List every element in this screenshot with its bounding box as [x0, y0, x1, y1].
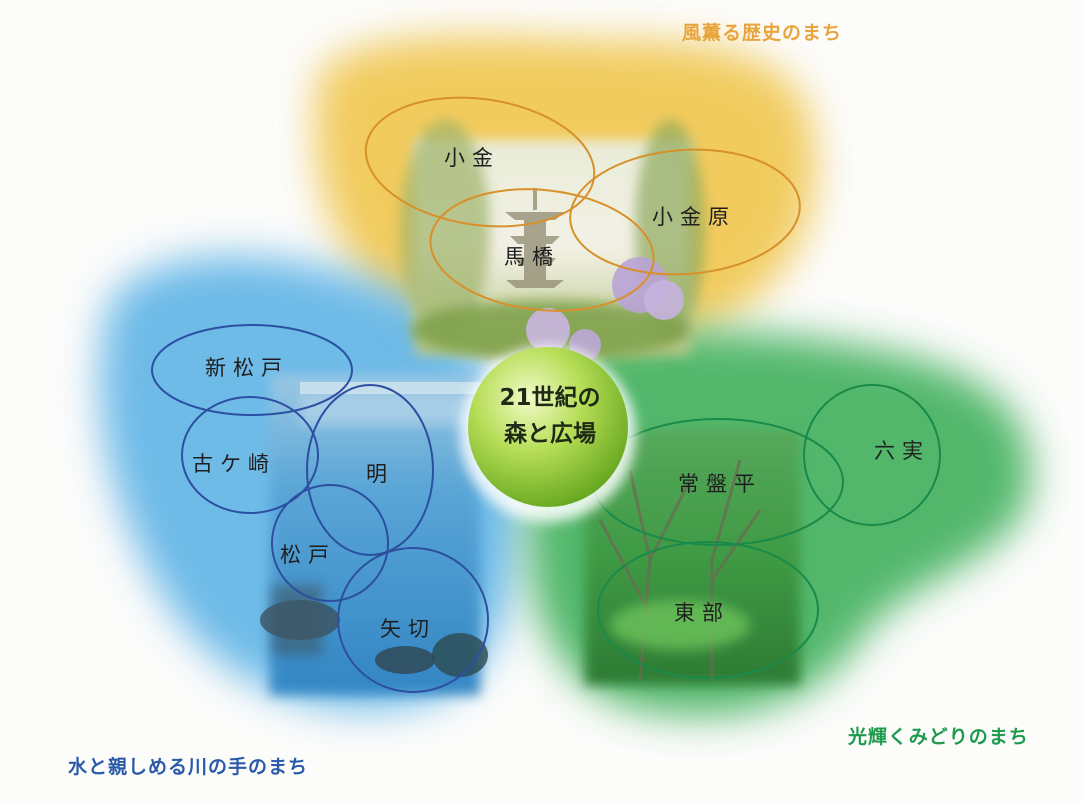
district-akira: 明 — [366, 462, 394, 486]
district-mutsumi: 六実 — [874, 439, 930, 463]
district-matsudo: 松戸 — [280, 543, 336, 567]
ring-tobu — [597, 541, 819, 679]
history-zone-title: 風薫る歴史のまち — [682, 22, 843, 44]
ring-akira — [306, 384, 434, 556]
ring-mutsumi — [803, 384, 941, 526]
ring-mabashi — [429, 188, 655, 312]
district-tobu: 東部 — [674, 601, 730, 625]
district-mabashi: 馬橋 — [504, 245, 560, 269]
green-zone-title: 光輝くみどりのまち — [848, 726, 1029, 748]
center-sphere — [468, 347, 628, 507]
ring-koganehara — [569, 148, 801, 276]
water-zone-title: 水と親しめる川の手のまち — [68, 756, 309, 778]
district-shinmatsudo: 新松戸 — [205, 356, 289, 380]
ring-matsudo — [271, 484, 389, 602]
center-label: 21世紀の 森と広場 — [470, 380, 630, 452]
center-label-line1: 21世紀の — [499, 385, 601, 411]
district-yagiri: 矢切 — [380, 617, 436, 641]
ring-kogasaki — [181, 396, 319, 514]
center-label-line2: 森と広場 — [504, 421, 596, 447]
district-tokiwadaira: 常盤平 — [678, 472, 762, 496]
district-koganehara: 小金原 — [652, 205, 736, 229]
ring-yagiri — [337, 547, 489, 693]
district-kogasaki: 古ケ崎 — [192, 452, 276, 476]
district-kogane: 小金 — [444, 146, 500, 170]
ring-shinmatsudo — [151, 324, 353, 416]
pagoda-photo — [400, 120, 705, 361]
